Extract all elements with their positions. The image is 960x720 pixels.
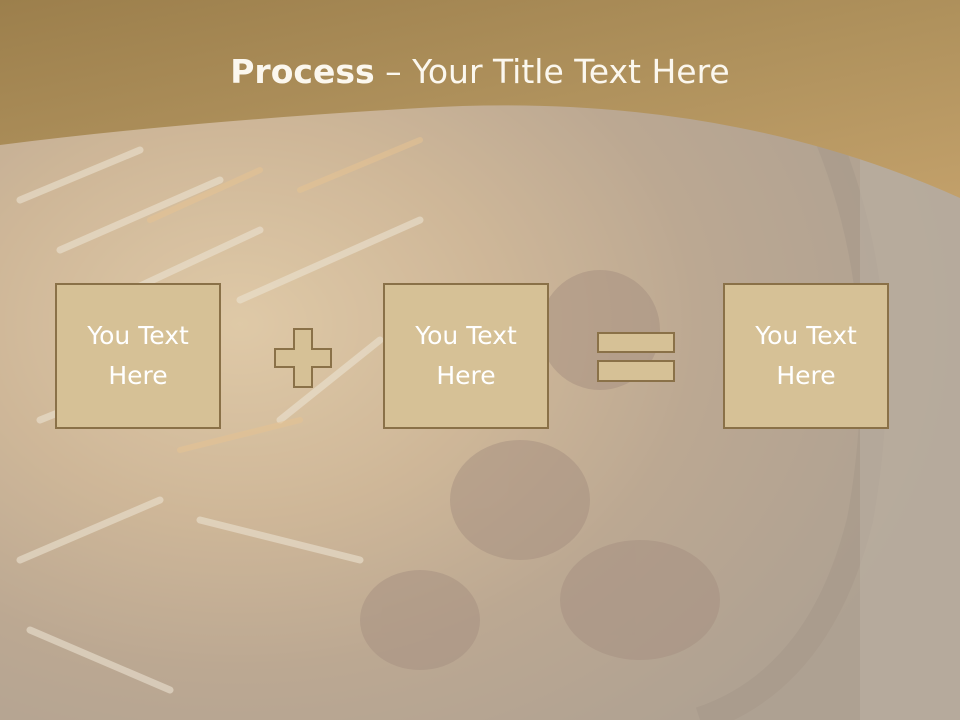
title-bold: Process — [230, 52, 375, 91]
title-rest: – Your Title Text Here — [374, 52, 730, 91]
text-box-1[interactable]: You Text Here — [55, 283, 221, 429]
text-box-2-label: You Text Here — [415, 321, 517, 390]
text-box-3[interactable]: You Text Here — [723, 283, 889, 429]
plus-icon — [274, 328, 332, 388]
text-box-2[interactable]: You Text Here — [383, 283, 549, 429]
text-box-1-label: You Text Here — [87, 321, 189, 390]
text-box-3-label: You Text Here — [755, 321, 857, 390]
equals-icon — [597, 332, 675, 382]
slide-title: Process – Your Title Text Here — [0, 52, 960, 91]
